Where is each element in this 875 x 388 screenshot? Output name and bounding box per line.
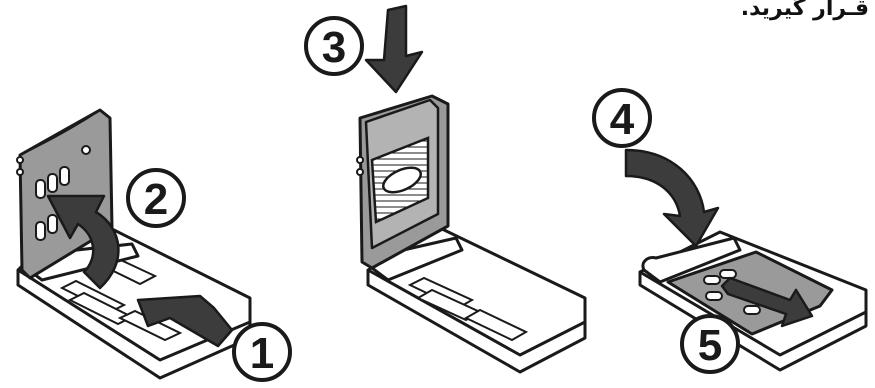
arrow-lock <box>720 276 814 328</box>
arrow-slide <box>136 294 234 348</box>
step-number-2: 2 <box>144 175 168 224</box>
tray-contacts-2 <box>407 276 529 342</box>
arrow-lift <box>46 194 120 290</box>
step-badge-4: 4 <box>592 88 652 148</box>
step-number-1: 1 <box>250 329 274 378</box>
closed-holder-slots <box>703 269 761 315</box>
arrow-close <box>624 148 720 248</box>
instruction-caption: قـرار گیرید. <box>740 0 869 21</box>
step-number-4: 4 <box>610 95 635 144</box>
panel-open-holder <box>16 108 252 380</box>
step-number-5: 5 <box>698 321 722 370</box>
step-badge-1: 1 <box>232 322 292 382</box>
step-badge-2: 2 <box>126 168 186 228</box>
step-badge-3: 3 <box>304 16 364 76</box>
arrow-insert-down <box>364 4 424 94</box>
step-badge-5: 5 <box>680 314 740 374</box>
step-number-3: 3 <box>322 23 346 72</box>
holder-window-slots <box>35 166 70 241</box>
tray-hinge-3 <box>641 236 742 284</box>
panel-close-lock <box>624 148 868 372</box>
sim-chip <box>370 136 430 224</box>
panel-insert-sim <box>356 4 587 374</box>
